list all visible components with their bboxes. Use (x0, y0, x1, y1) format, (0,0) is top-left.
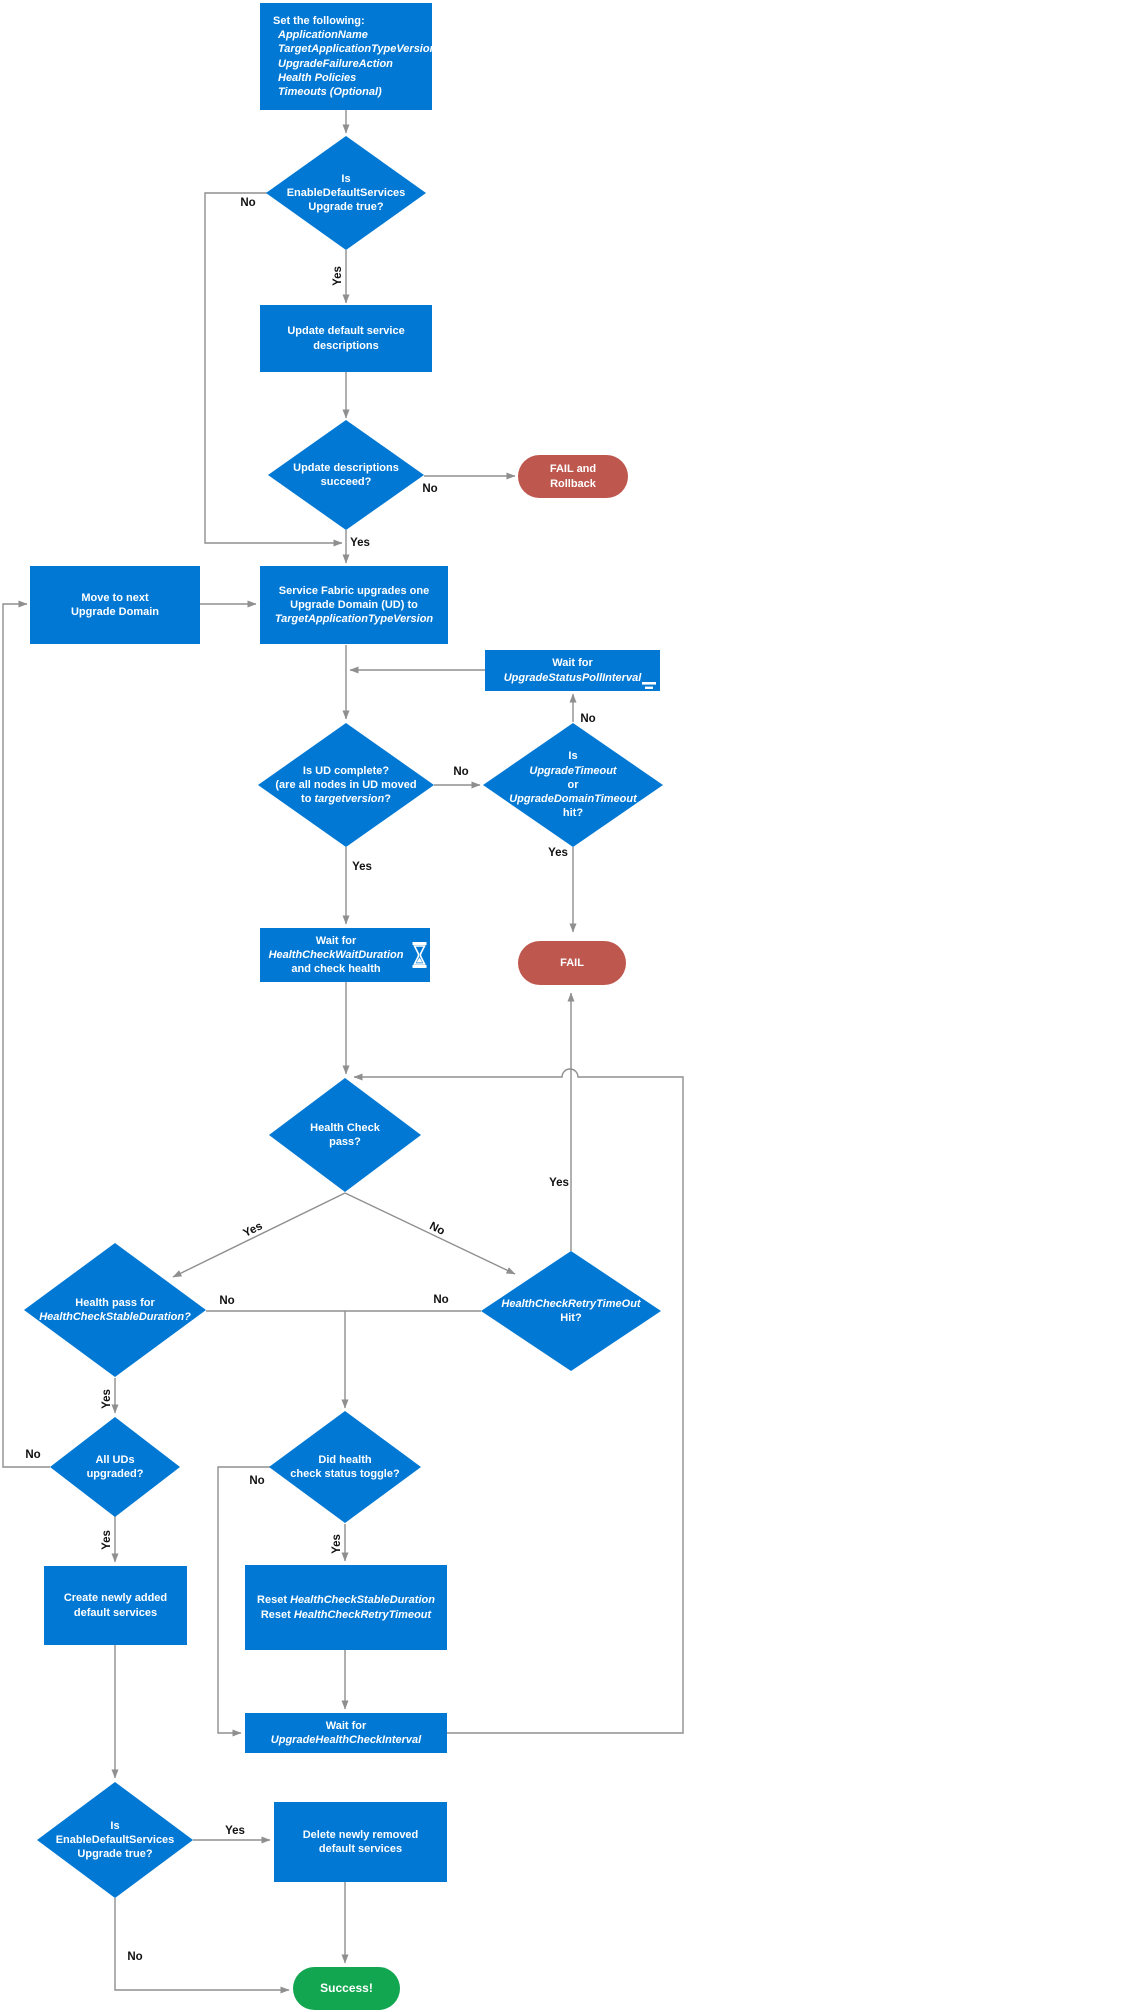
node-text: Delete newly removed (302, 1828, 419, 1841)
node-text: upgraded? (86, 1468, 144, 1480)
node-text: or (567, 778, 579, 791)
edge-label-no: No (249, 1475, 265, 1487)
node-text: Is UD complete? (302, 764, 390, 777)
node-text: TargetApplicationTypeVersion (274, 613, 434, 626)
node-text: FAIL (560, 956, 584, 969)
node-text: FAIL and (549, 463, 597, 476)
edge-label-no: No (25, 1449, 41, 1461)
edge-label-yes: Yes (101, 1530, 113, 1550)
edge-enable1-no-loop (204, 192, 343, 547)
node-text: Set the following: (273, 14, 365, 27)
edge-label-yes: Yes (350, 537, 370, 549)
edge-label-yes: Yes (101, 1389, 113, 1409)
node-text: succeed? (320, 476, 372, 488)
process-wait-health-check-wait-duration: Wait for HealthCheckWaitDuration and che… (260, 928, 430, 982)
process-sf-upgrades-one-ud: Service Fabric upgrades one Upgrade Doma… (260, 566, 448, 644)
node-text: Service Fabric upgrades one (278, 584, 430, 597)
node-text: Wait for (552, 657, 593, 670)
node-text: check status toggle? (290, 1468, 400, 1480)
process-delete-newly-removed-default-services: Delete newly removed default services (274, 1802, 447, 1882)
process-create-newly-added-default-services: Create newly added default services (44, 1566, 187, 1645)
node-text: (are all nodes in UD moved (275, 778, 417, 791)
edge-label-yes: Yes (549, 1177, 569, 1189)
node-text: TargetApplicationTypeVersion (278, 43, 437, 56)
node-text: Update default service (287, 325, 405, 338)
terminal-fail-rollback: FAIL and Rollback (518, 455, 628, 498)
edge-label-no: No (219, 1295, 235, 1307)
node-text: Wait for (325, 1719, 367, 1732)
node-text: Health Check (310, 1121, 380, 1134)
node-text: Timeouts (Optional) (278, 86, 382, 99)
process-wait-upgrade-health-check-interval: Wait for UpgradeHealthCheckInterval (245, 1713, 447, 1753)
edge-label-yes: Yes (331, 1534, 343, 1554)
hourglass-icon (412, 942, 427, 968)
terminal-fail: FAIL (518, 941, 626, 985)
node-text: Success! (320, 1980, 373, 1995)
node-text: Rollback (550, 477, 596, 490)
edge-label-yes: Yes (352, 861, 372, 873)
edge-label-yes: Yes (225, 1825, 245, 1837)
edge-label-no: No (422, 483, 438, 495)
node-text: HealthCheckWaitDuration (268, 948, 404, 961)
node-text: pass? (329, 1136, 361, 1148)
node-text: Health pass for (75, 1296, 155, 1309)
node-text: to targetversion? (301, 793, 391, 806)
edge-hcpass-no-diag (344, 1192, 516, 1275)
node-text: Is (110, 1819, 120, 1832)
edge-label-no: No (580, 713, 596, 725)
node-text: Wait for (315, 934, 357, 947)
edge-label-no: No (453, 766, 469, 778)
node-text: default services (318, 1843, 403, 1855)
node-text: UpgradeStatusPollInterval (503, 671, 642, 684)
node-text: All UDs (95, 1453, 135, 1466)
node-text: Update descriptions (293, 461, 399, 474)
edge-toggle-no-to-interval (217, 1466, 272, 1737)
node-text: Hit? (560, 1312, 582, 1324)
node-text: Upgrade true? (77, 1848, 153, 1861)
node-text: and check health (291, 963, 381, 976)
node-text: Create newly added (63, 1592, 168, 1605)
process-reset-health-check-timeouts: Reset HealthCheckStableDuration Reset He… (245, 1565, 447, 1650)
node-text: Upgrade Domain (UD) to (290, 598, 418, 611)
process-update-default-service-descriptions: Update default service descriptions (260, 305, 432, 372)
node-text: Move to next (81, 591, 149, 604)
node-text: EnableDefaultServices (286, 186, 406, 199)
node-text: Did health (318, 1453, 372, 1466)
node-text: Upgrade true? (308, 201, 384, 214)
hourglass-icon (642, 682, 656, 689)
node-text: descriptions (313, 339, 379, 352)
node-text: UpgradeFailureAction (278, 57, 393, 70)
edge-enable2-no-success (114, 1898, 290, 1994)
edge-label-no: No (127, 1951, 143, 1963)
node-text: UpgradeDomainTimeout (509, 793, 637, 806)
process-wait-upgrade-status-poll-interval: Wait for UpgradeStatusPollInterval (485, 650, 660, 691)
node-text: Reset HealthCheckRetryTimeout (260, 1608, 432, 1621)
node-text: ApplicationName (278, 28, 368, 41)
edge-label-no: No (433, 1294, 449, 1306)
node-text: hit? (562, 807, 584, 820)
node-text: HealthCheckStableDuration? (39, 1311, 191, 1323)
edge-alluds-no-to-movenext (2, 600, 50, 1468)
process-set-following: Set the following: ApplicationName Targe… (260, 3, 436, 110)
node-text: EnableDefaultServices (55, 1833, 175, 1846)
node-text: HealthCheckRetryTimeOut (501, 1297, 641, 1310)
edge-interval-loop-to-hcpass (353, 1068, 684, 1734)
node-text: default services (73, 1606, 158, 1619)
node-text: Is (341, 172, 351, 185)
node-text: Health Policies (278, 71, 357, 84)
terminal-success: Success! (293, 1967, 400, 2010)
node-text: Upgrade Domain (70, 606, 159, 618)
node-text: UpgradeTimeout (529, 764, 617, 777)
edge-label-yes: Yes (332, 266, 344, 286)
node-text: UpgradeHealthCheckInterval (270, 1734, 422, 1746)
node-text: Reset HealthCheckStableDuration (257, 1594, 435, 1607)
process-move-to-next-upgrade-domain: Move to next Upgrade Domain (30, 566, 200, 644)
edge-label-yes: Yes (548, 847, 568, 859)
node-text: Is (568, 750, 578, 763)
edge-label-no: No (240, 197, 256, 209)
edge-hcpass-yes-diag (172, 1192, 346, 1278)
